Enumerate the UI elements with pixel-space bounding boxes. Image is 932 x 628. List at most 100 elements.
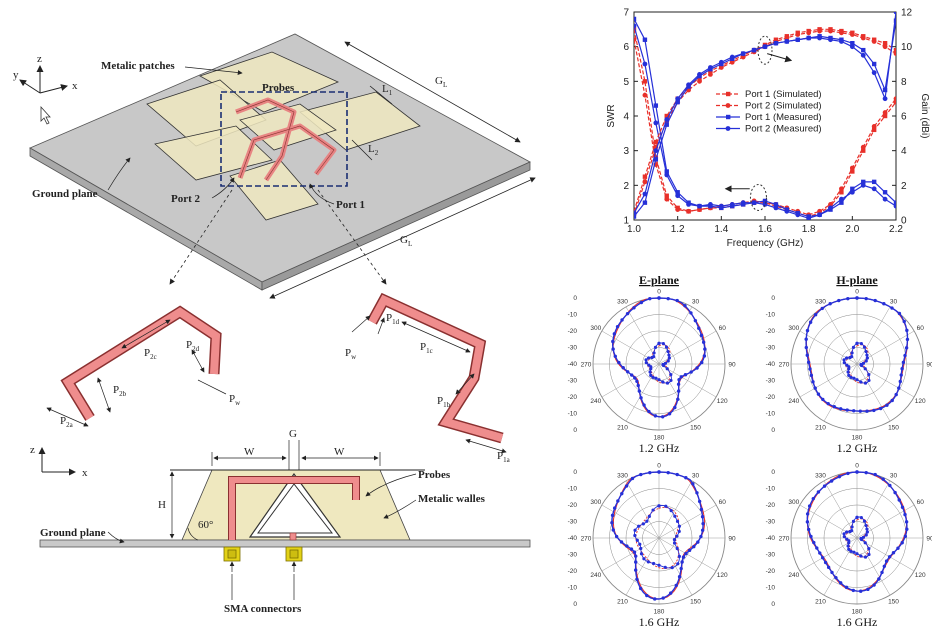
data-point [795,212,801,218]
crosspol-point [867,378,871,383]
data-point [849,189,855,195]
crosspol-point [638,542,642,546]
data-point [697,207,702,213]
crosspol-point [863,555,868,559]
radiation-patterns: 03060901201501802102402703003300-10-20-3… [568,273,932,628]
data-point [882,113,888,119]
polar-spoke [658,306,693,365]
radial-label: -20 [766,502,776,509]
measured-point [700,515,705,519]
measured-point [625,311,630,316]
angle-label: 330 [815,472,826,479]
crosspol-point [845,530,849,534]
data-point [686,208,691,214]
angle-label: 210 [617,599,628,606]
crosspol-point [646,560,650,564]
data-point [882,196,888,202]
measured-point [630,476,635,481]
axis-y-label: y [13,69,19,81]
angle-label: 150 [690,599,701,606]
measured-point [634,560,638,564]
radial-label: -10 [568,585,578,592]
measured-point [699,507,704,512]
radial-label: -30 [568,552,578,559]
measured-point [902,319,906,324]
measured-point [635,577,639,582]
measured-point [878,406,883,411]
crosspol-point [669,373,673,377]
measured-point [805,353,809,357]
crosspol-point [847,373,851,377]
data-point [893,12,896,15]
data-point [762,202,768,207]
data-point [784,39,790,44]
measured-point [808,320,813,324]
angle-label: 270 [779,362,790,369]
p2b-label: P2b [113,384,127,398]
measured-point [881,477,885,481]
measured-point [697,499,702,504]
crosspol-point [863,541,867,545]
radial-label: -40 [766,361,776,368]
data-point [773,205,779,211]
crosspol-point [855,515,859,519]
angle-label: 210 [617,425,628,432]
data-point [653,120,659,126]
measured-point [898,379,902,384]
crosspol-point [845,356,849,360]
measured-point [657,296,661,300]
measured-point [687,548,692,553]
measured-point [689,311,693,315]
y2-tick-label: 12 [901,8,913,19]
measured-point [872,583,876,587]
radial-label: -20 [766,568,776,575]
legend-marker [726,91,731,97]
polar-caption: 1.6 GHz [639,615,680,628]
crosspol-point [664,345,669,349]
measured-point [700,528,705,533]
radial-label: 0 [573,427,577,434]
data-point [740,51,746,56]
measured-point [890,398,894,403]
radial-label: -20 [568,328,578,335]
data-point [718,59,724,65]
data-point [642,200,648,205]
ground-plane-side-bar [39,539,531,548]
data-point [839,196,844,202]
crosspol-point [635,538,639,542]
angle-label: 0 [657,289,661,296]
p1a-label: P1a [497,450,511,464]
crosspol-point [867,552,871,557]
l1-label: L1 [382,83,393,97]
crosspol-point [677,529,681,534]
measured-point [897,386,901,390]
crosspol-point [657,504,661,508]
data-point [642,92,648,98]
measured-point [642,403,646,407]
crosspol-point [677,554,681,558]
crosspol-point [865,356,869,360]
measured-point [865,409,869,413]
radial-label: -10 [766,411,776,418]
measured-point [653,414,658,418]
measured-point [676,397,680,402]
crosspol-point [672,541,677,545]
measured-point [845,408,849,412]
data-point [850,41,855,46]
l2-label: L2 [368,143,379,157]
angle-label: 30 [890,472,898,479]
y-tick-label: 7 [623,8,629,19]
measured-point [616,499,620,503]
measured-point [676,382,681,387]
crosspol-point [665,381,670,385]
cursor-icon [40,105,51,125]
measured-point [808,367,812,371]
crosspol-point [669,378,673,383]
y-tick-label: 6 [623,42,629,53]
radial-label: -30 [766,378,776,385]
crosspol-point [647,363,651,367]
measured-point [675,472,679,477]
probe-1-detail: P1d P1c Pw P1b P1a [345,292,511,464]
angle-label: 30 [692,298,700,305]
angle-label: 60 [917,325,925,332]
